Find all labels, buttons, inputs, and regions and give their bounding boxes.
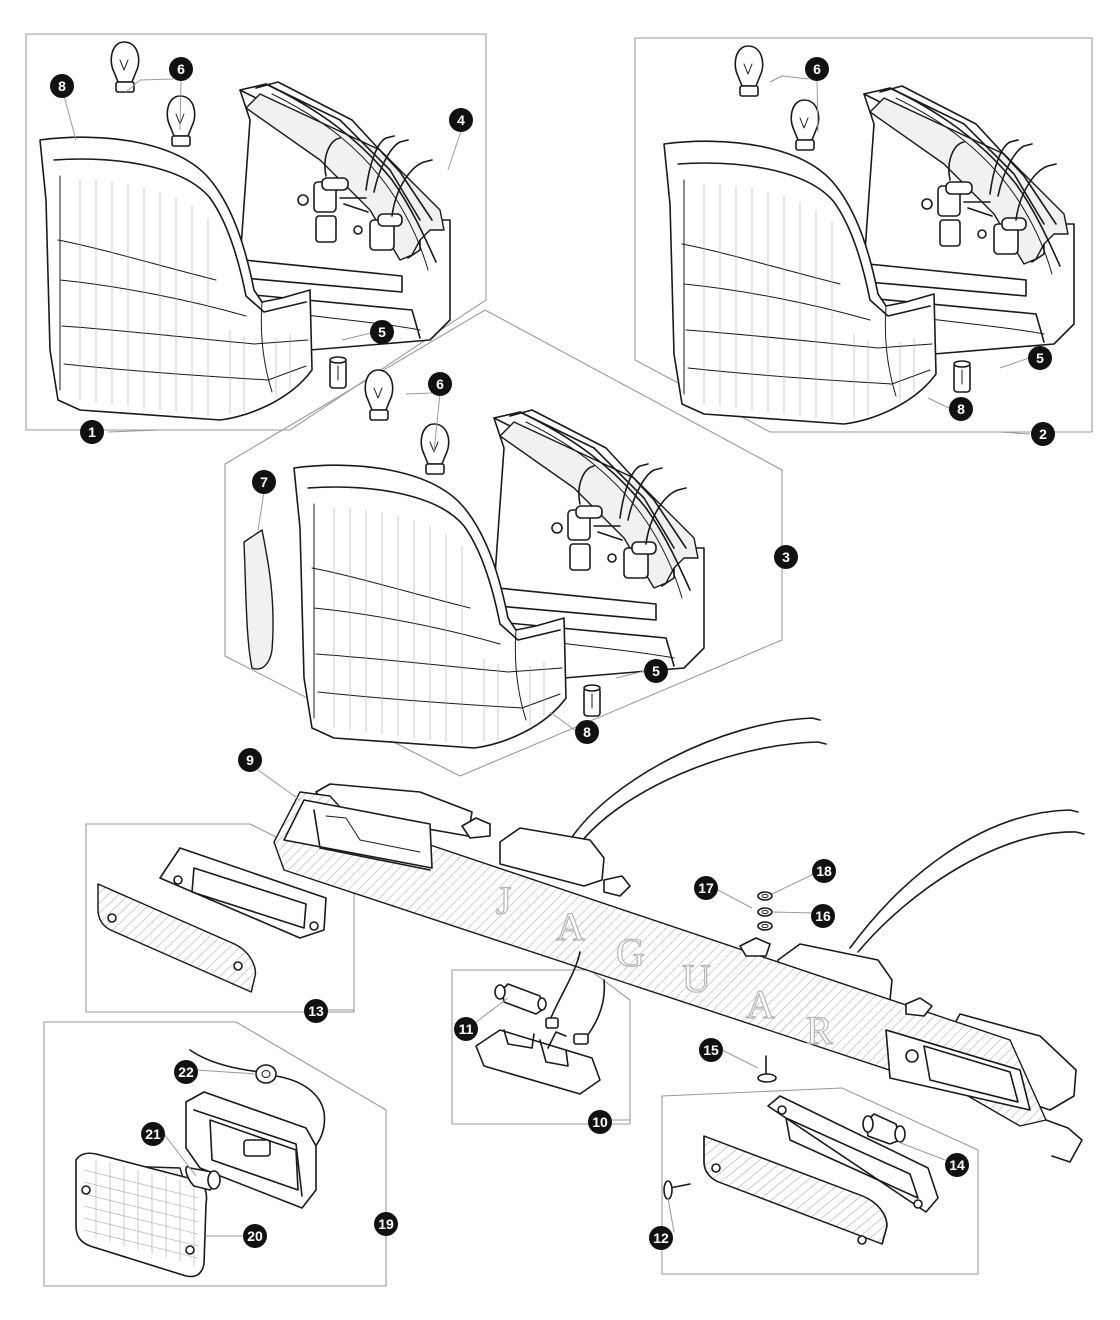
side-marker-lens-right — [663, 1095, 939, 1245]
svg-text:8: 8 — [583, 724, 591, 740]
callout-badges: 1 2 3 4 5 5 5 6 6 6 7 8 8 8 9 10 11 12 1… — [50, 57, 1055, 1250]
logo-letter-u: U — [682, 956, 711, 1001]
rear-fog-lamp — [75, 1049, 326, 1278]
callout-12: 12 — [649, 1226, 673, 1250]
svg-text:9: 9 — [246, 752, 254, 768]
tail-lamp-assembly-right — [663, 45, 1075, 425]
callout-3: 3 — [774, 545, 798, 569]
svg-text:12: 12 — [653, 1230, 669, 1246]
svg-text:17: 17 — [698, 880, 714, 896]
callout-14: 14 — [945, 1153, 969, 1177]
svg-text:4: 4 — [457, 112, 465, 128]
svg-text:6: 6 — [177, 61, 185, 77]
svg-text:21: 21 — [145, 1126, 161, 1142]
side-marker-lens-left — [97, 847, 327, 993]
tail-lamp-assembly-center — [243, 369, 705, 749]
svg-text:3: 3 — [782, 549, 790, 565]
svg-text:14: 14 — [949, 1157, 965, 1173]
callout-6a: 6 — [169, 57, 193, 81]
callout-21: 21 — [141, 1122, 165, 1146]
callout-8c: 8 — [575, 720, 599, 744]
number-plate-lamp-bar: J A G U A R — [273, 717, 1085, 1163]
callout-5c: 5 — [644, 659, 668, 683]
callout-4: 4 — [449, 108, 473, 132]
callout-2: 2 — [1031, 422, 1055, 446]
svg-text:10: 10 — [592, 1114, 608, 1130]
svg-text:20: 20 — [247, 1228, 263, 1244]
svg-text:16: 16 — [815, 908, 831, 924]
callout-19: 19 — [374, 1212, 398, 1236]
callout-15: 15 — [699, 1038, 723, 1062]
logo-letter-a2: A — [746, 982, 775, 1027]
tail-lamp-assembly-left — [39, 41, 451, 421]
svg-text:19: 19 — [378, 1216, 394, 1232]
number-plate-lamp-holder — [475, 951, 606, 1095]
callout-9: 9 — [238, 748, 262, 772]
svg-text:5: 5 — [378, 324, 386, 340]
mounting-screw — [757, 1055, 777, 1083]
svg-text:13: 13 — [308, 1003, 324, 1019]
callout-10: 10 — [588, 1110, 612, 1134]
callout-8a: 8 — [50, 74, 74, 98]
callout-16: 16 — [811, 904, 835, 928]
lens-seal-strip — [243, 529, 274, 670]
svg-text:1: 1 — [88, 424, 96, 440]
svg-text:6: 6 — [813, 61, 821, 77]
svg-text:6: 6 — [436, 376, 444, 392]
logo-letter-r: R — [806, 1008, 833, 1053]
svg-text:8: 8 — [58, 78, 66, 94]
callout-7: 7 — [252, 470, 276, 494]
logo-letter-a1: A — [556, 904, 585, 949]
callout-1: 1 — [80, 420, 104, 444]
svg-text:15: 15 — [703, 1042, 719, 1058]
callout-5a: 5 — [370, 320, 394, 344]
callout-6c: 6 — [428, 372, 452, 396]
callout-6b: 6 — [805, 57, 829, 81]
callout-18: 18 — [812, 859, 836, 883]
svg-text:11: 11 — [459, 1021, 474, 1037]
svg-text:5: 5 — [1036, 350, 1044, 366]
callout-22: 22 — [174, 1060, 198, 1084]
panel-frames — [25, 33, 1093, 1287]
callout-5b: 5 — [1028, 346, 1052, 370]
callout-17: 17 — [694, 876, 718, 900]
svg-text:22: 22 — [178, 1064, 194, 1080]
svg-text:18: 18 — [816, 863, 832, 879]
svg-text:2: 2 — [1039, 426, 1047, 442]
svg-text:8: 8 — [957, 401, 965, 417]
logo-letter-g: G — [616, 930, 645, 975]
svg-text:7: 7 — [260, 474, 268, 490]
callout-8b: 8 — [949, 397, 973, 421]
logo-letter-j: J — [496, 878, 512, 923]
svg-text:5: 5 — [652, 663, 660, 679]
callout-20: 20 — [243, 1224, 267, 1248]
callout-13: 13 — [304, 999, 328, 1023]
callout-11: 11 — [454, 1017, 478, 1041]
washer-stack — [757, 891, 773, 931]
leader-lines — [63, 75, 1031, 1237]
